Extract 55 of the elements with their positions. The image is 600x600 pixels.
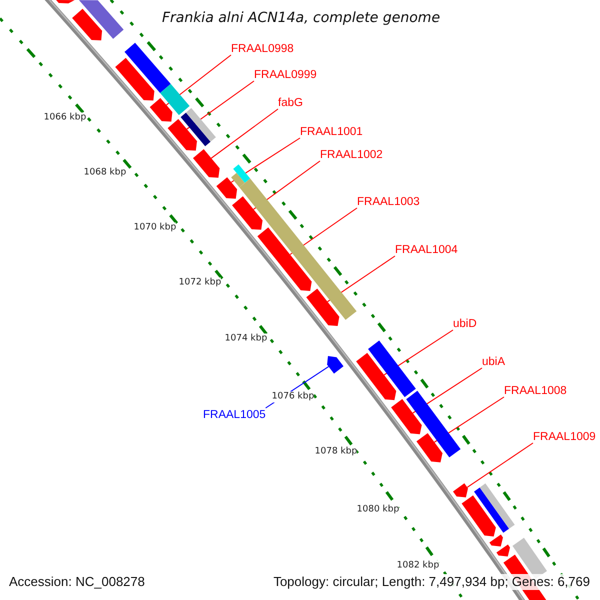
scale-label: 1078 kbp	[314, 446, 358, 458]
gene-block	[78, 0, 124, 39]
scale-label: 1074 kbp	[224, 334, 268, 344]
scale-label: 1068 kbp	[84, 168, 126, 178]
leader-line	[230, 138, 300, 183]
gene-block	[72, 8, 102, 40]
gene-block	[186, 108, 216, 142]
scale-label: 1080 kbp	[356, 504, 400, 516]
gene-block	[368, 340, 416, 398]
leader-line	[210, 108, 278, 159]
gene-label: ubiD	[453, 317, 477, 331]
gene-block	[257, 227, 312, 291]
scale-label: 1076 kbp	[272, 392, 314, 402]
scale-label: 1070 kbp	[134, 222, 176, 234]
genome-stats-note: Topology: circular; Length: 7,497,934 bp; Genes: 6,769	[273, 574, 590, 590]
gene-block	[474, 488, 510, 533]
gene-block	[115, 58, 154, 101]
gene-block	[231, 172, 245, 188]
gene-block	[56, 0, 75, 4]
gene-label: FRAAL1009	[533, 430, 596, 444]
leader-line	[466, 442, 534, 488]
gene-block	[150, 98, 172, 122]
gene-label: FRAAL0998	[231, 42, 294, 56]
gene-block	[391, 399, 422, 434]
gene-label: FRAAL1005	[203, 408, 266, 422]
gene-label: FRAAL0999	[254, 68, 317, 82]
gene-block	[406, 390, 461, 458]
gene-label: FRAAL1008	[504, 384, 567, 398]
gene-block	[306, 288, 340, 326]
gene-label: ubiA	[482, 355, 506, 369]
gene-block	[232, 196, 263, 230]
map-title: Frankia alni ACN14a, complete genome	[162, 9, 440, 27]
gene-block	[496, 544, 510, 557]
gene-block	[239, 178, 357, 320]
gene-block	[480, 483, 515, 529]
gene-block	[356, 352, 396, 400]
gene-label: FRAAL1001	[300, 125, 363, 139]
gene-block	[453, 483, 468, 498]
scale-label: 1082 kbp	[396, 560, 440, 572]
gene-label: FRAAL1002	[320, 148, 383, 162]
gene-block	[327, 356, 344, 374]
scale-label: 1072 kbp	[178, 278, 222, 288]
gene-block	[124, 42, 171, 94]
accession-note: Accession: NC_008278	[9, 574, 145, 590]
gene-label: fabG	[278, 96, 303, 110]
gene-block	[233, 164, 250, 183]
gene-block	[416, 433, 442, 462]
gene-block	[168, 119, 197, 151]
gene-block	[193, 149, 220, 178]
gene-block	[180, 112, 211, 146]
gene-label: FRAAL1004	[395, 243, 458, 257]
gene-block	[462, 495, 496, 536]
gene-block	[160, 84, 190, 116]
gene-label: FRAAL1003	[357, 195, 420, 209]
scale-label: 1066 kbp	[44, 112, 86, 124]
